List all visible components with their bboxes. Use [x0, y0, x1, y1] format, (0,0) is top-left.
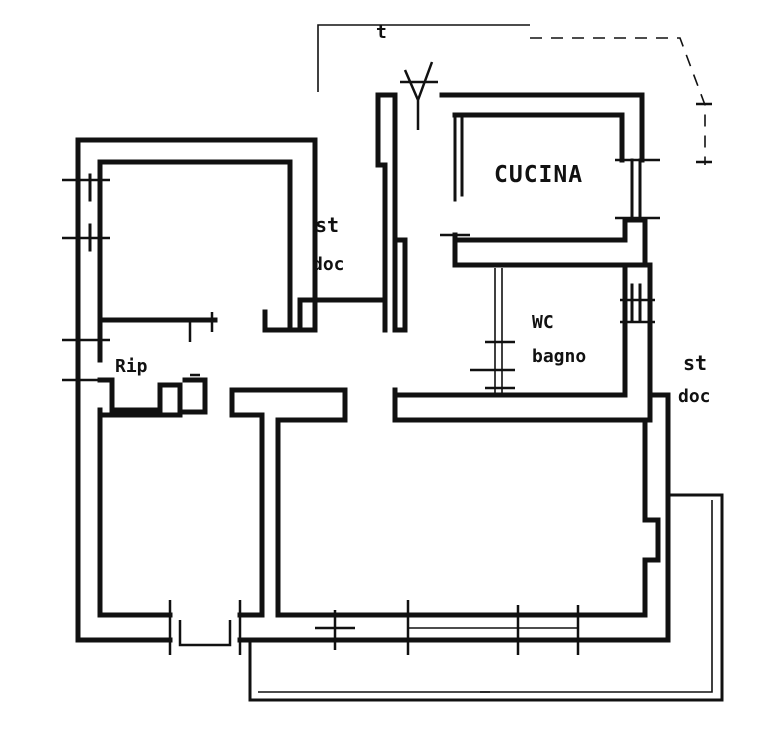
walls-stair-shaft — [262, 92, 408, 333]
room-label-bagno: bagno — [532, 346, 586, 367]
room-label-ripostiglio: Rip — [115, 356, 148, 377]
room-label-stair-left-bottom: doc — [312, 254, 345, 275]
wall-openings — [168, 600, 580, 655]
walls-ripostiglio — [97, 373, 208, 418]
walls-bathroom — [392, 262, 655, 423]
room-label-stair-left-top: st — [315, 213, 339, 237]
room-label-stair-right-bottom: doc — [678, 386, 711, 407]
top-outline — [317, 24, 712, 165]
walls-living — [229, 387, 671, 643]
walls-kitchen — [439, 92, 660, 268]
room-label-wc: WC — [532, 312, 554, 333]
room-label-stair-right-top: st — [683, 351, 707, 375]
balcony-outline — [248, 493, 724, 702]
antenna-icon — [400, 61, 438, 130]
room-label-cucina: CUCINA — [494, 162, 583, 188]
top-marker-label: t — [376, 22, 387, 43]
